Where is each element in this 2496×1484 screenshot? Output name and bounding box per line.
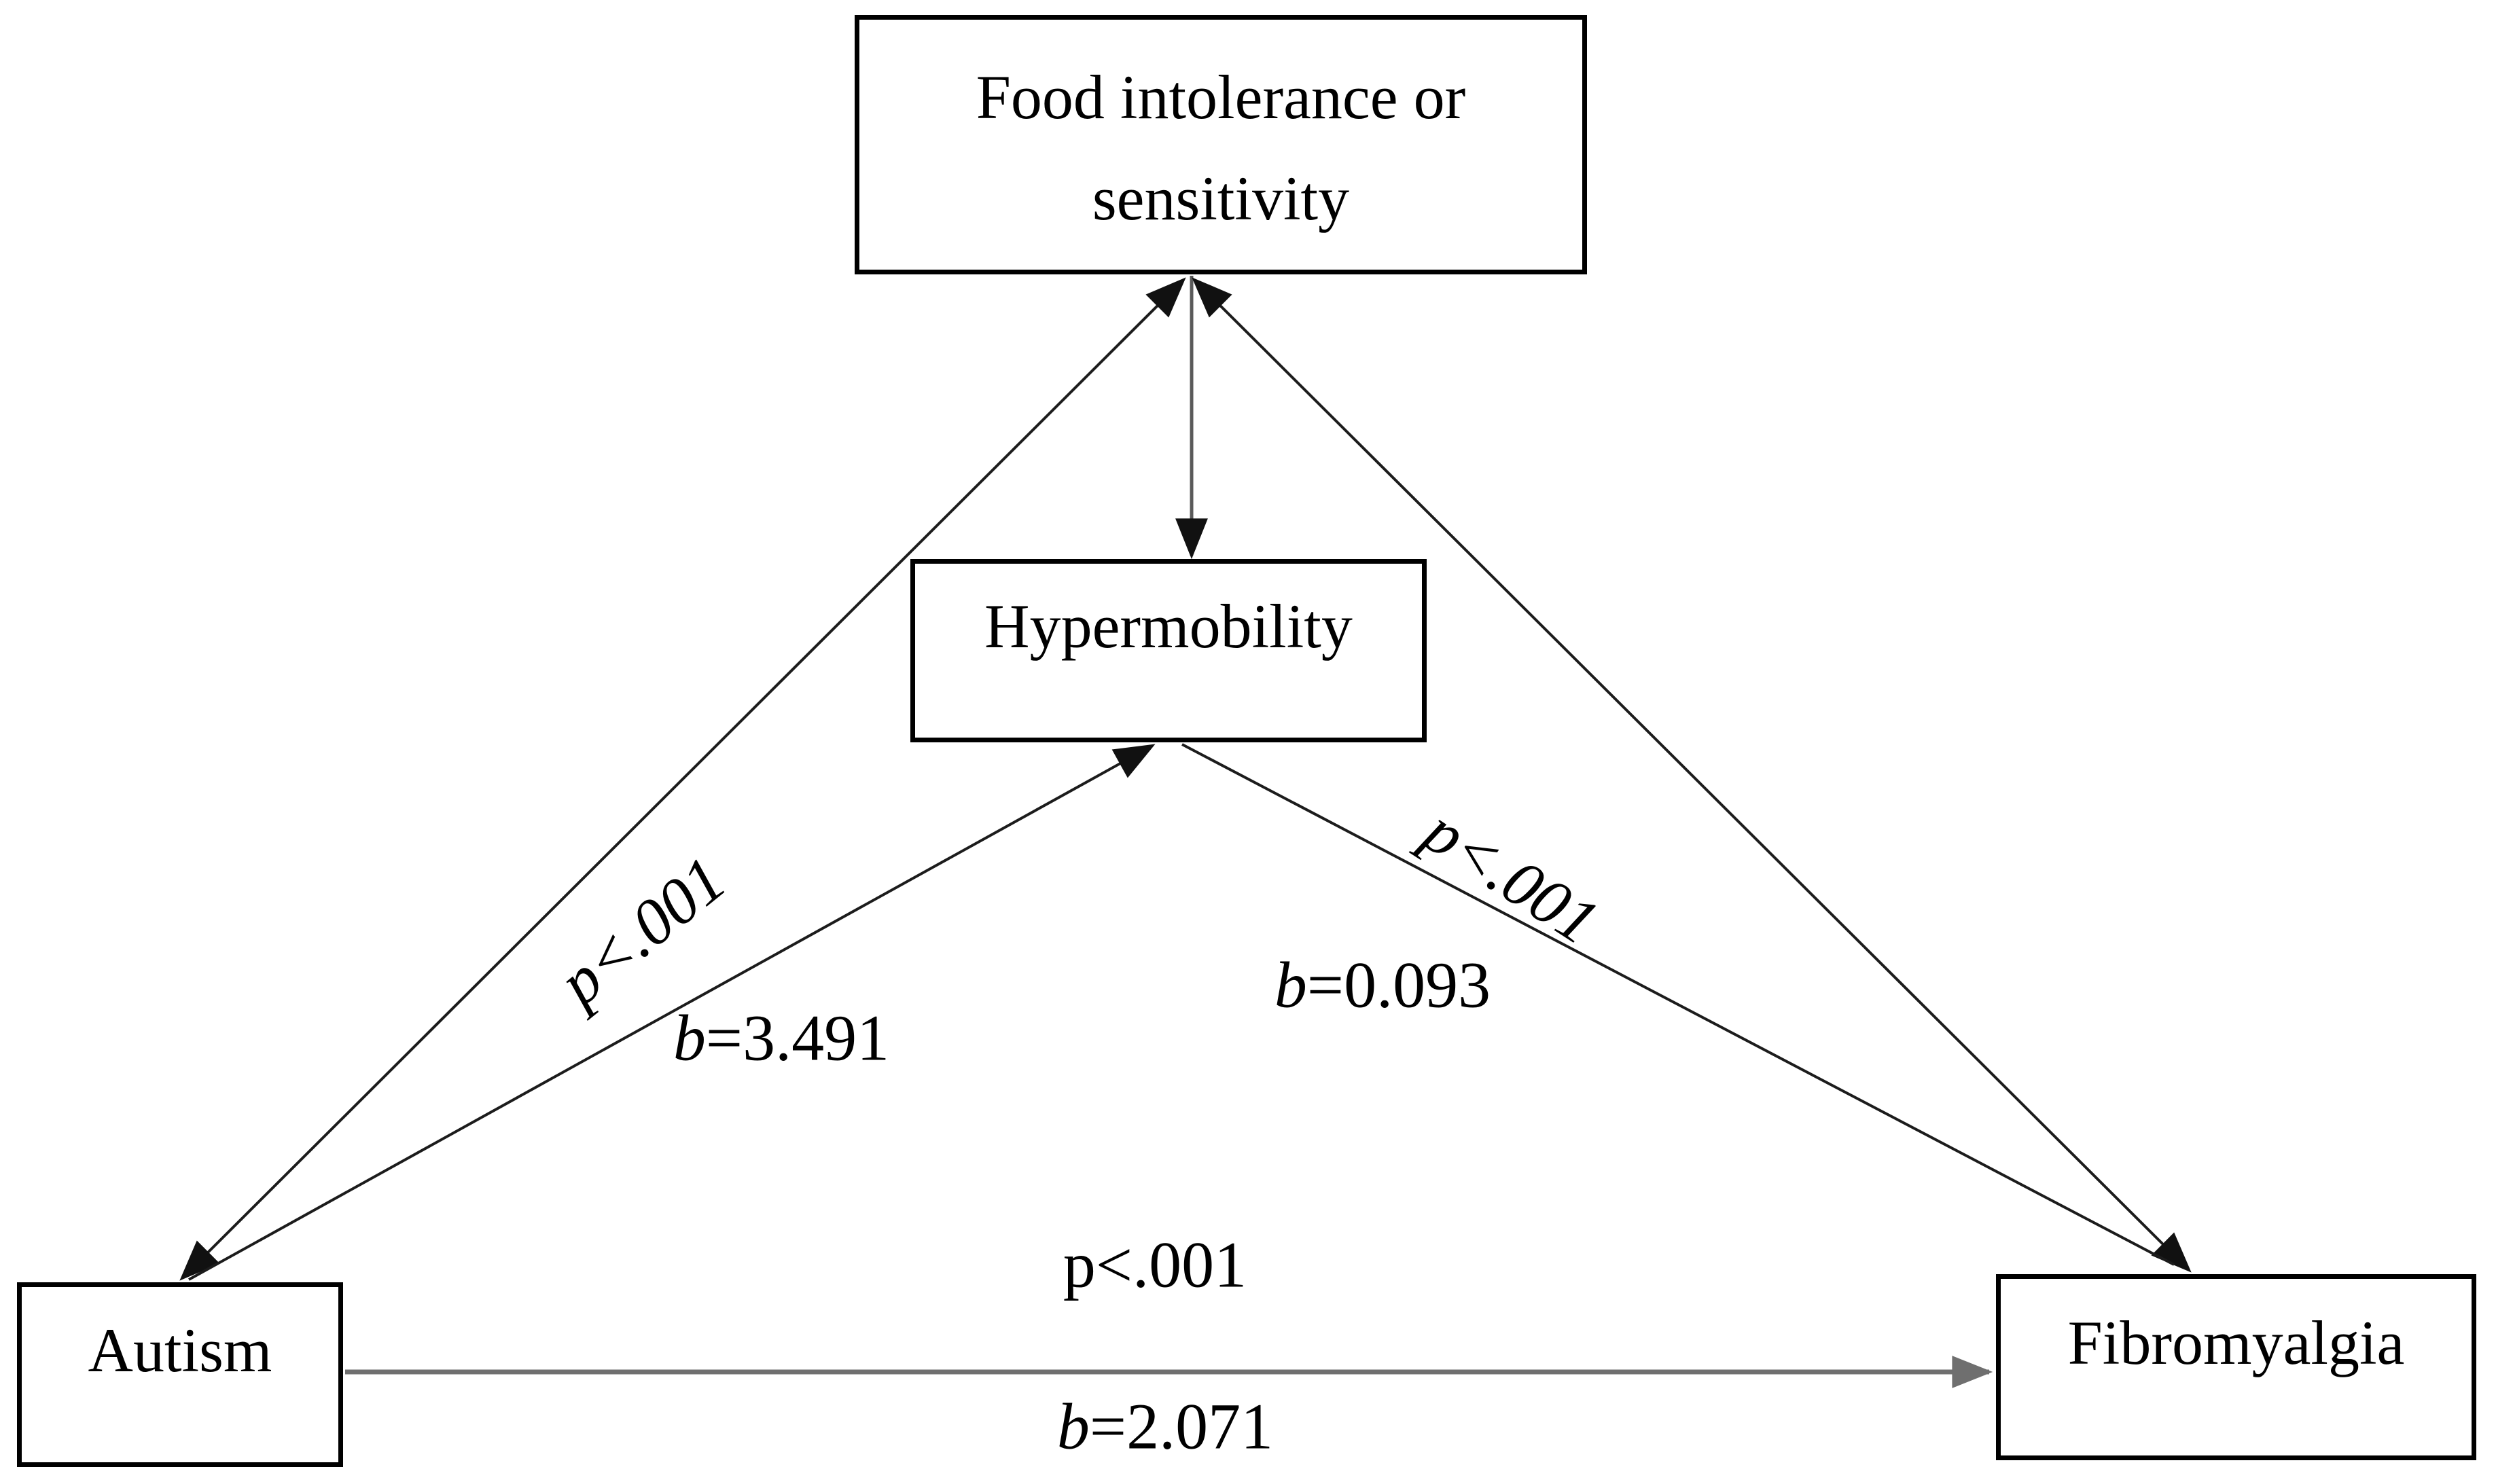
node-autism: Autism: [17, 1282, 343, 1467]
node-autism-label: Autism: [88, 1316, 272, 1386]
label-b-autism-hypermobility: b=3.491: [673, 1000, 889, 1076]
edge-food-autism-line: [179, 277, 1186, 1281]
label-b-hypermobility-fibromyalgia-var: b: [1274, 948, 1307, 1021]
node-food-intolerance: Food intolerance or sensitivity: [855, 15, 1587, 274]
node-hypermobility-label: Hypermobility: [984, 592, 1353, 662]
label-b-autism-fibromyalgia: b=2.071: [1057, 1389, 1273, 1464]
node-fibromyalgia: Fibromyalgia: [1996, 1274, 2476, 1460]
label-b-autism-fibromyalgia-var: b: [1056, 1390, 1090, 1463]
label-b-hypermobility-fibromyalgia: b=0.093: [1274, 947, 1491, 1023]
label-b-autism-hypermobility-var: b: [673, 1001, 706, 1074]
label-b-hypermobility-fibromyalgia-value: =0.093: [1306, 948, 1491, 1021]
edge-food-fibromyalgia-line: [1192, 277, 2192, 1273]
label-b-autism-fibromyalgia-value: =2.071: [1089, 1390, 1274, 1463]
edge-autism-hypermobility-line: [188, 744, 1156, 1281]
node-food-intolerance-label: Food intolerance or sensitivity: [976, 62, 1466, 233]
label-b-autism-hypermobility-value: =3.491: [705, 1001, 890, 1074]
node-fibromyalgia-label: Fibromyalgia: [2067, 1308, 2405, 1378]
edge-hypermobility-fibromyalgia-line: [1181, 743, 2175, 1266]
node-hypermobility: Hypermobility: [910, 559, 1427, 742]
label-p-autism-fibromyalgia: p<.001: [1063, 1228, 1247, 1301]
